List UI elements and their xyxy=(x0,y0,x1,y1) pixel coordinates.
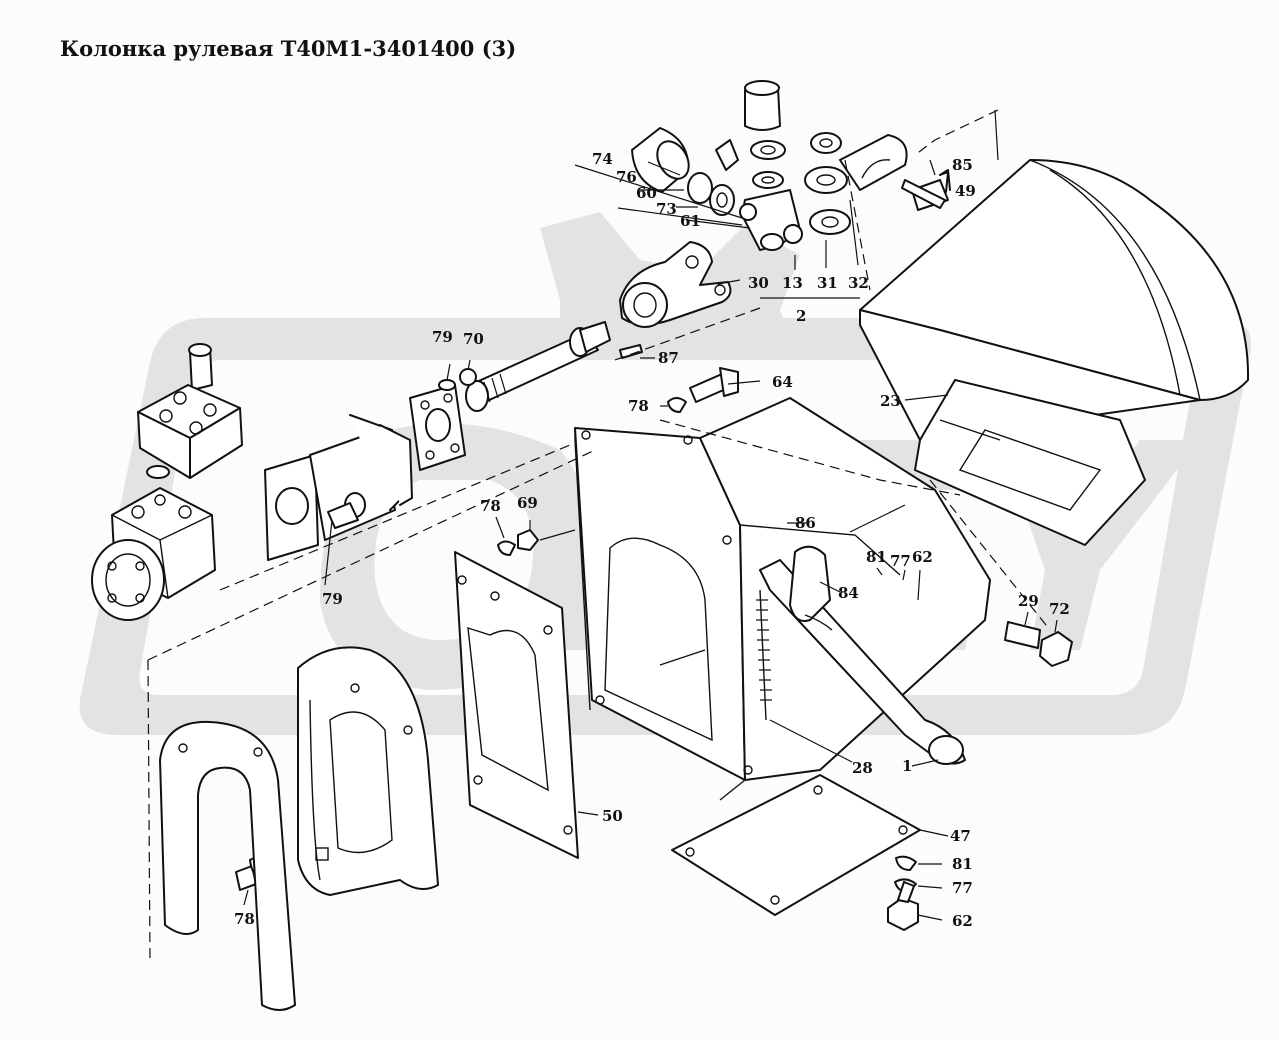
callout-86: 86 xyxy=(795,514,816,532)
horseshoe-plate-large xyxy=(297,646,439,896)
washer-stack xyxy=(750,132,851,235)
callout-77-upper: 77 xyxy=(890,552,911,570)
hydraulic-valve-block xyxy=(137,343,243,479)
yoke-part-30 xyxy=(619,241,732,328)
callout-73: 73 xyxy=(656,200,677,218)
callout-78-upper: 78 xyxy=(628,397,649,415)
callout-77-lower: 77 xyxy=(952,879,973,897)
callout-2: 2 xyxy=(796,307,806,325)
callout-78-middle: 78 xyxy=(480,497,501,515)
u-shaped-shim xyxy=(159,720,296,1011)
column-bracket-frame xyxy=(574,397,991,801)
page-title: Колонка рулевая Т40М1-3401400 (3) xyxy=(60,36,517,61)
dust-cap xyxy=(744,80,781,131)
adapter-flange xyxy=(409,384,466,471)
callout-76: 76 xyxy=(616,168,637,186)
callout-30: 30 xyxy=(748,274,769,292)
bearing-cup-76 xyxy=(631,127,739,216)
callout-81-upper: 81 xyxy=(866,548,887,566)
callout-49: 49 xyxy=(955,182,976,200)
callout-47: 47 xyxy=(950,827,971,845)
callout-79-upper: 79 xyxy=(432,328,453,346)
callout-29: 29 xyxy=(1018,592,1039,610)
callout-70: 70 xyxy=(463,330,484,348)
callout-81-lower: 81 xyxy=(952,855,973,873)
callout-labels: 74 76 60 73 61 13 31 32 85 49 30 2 87 64… xyxy=(234,150,1070,930)
callout-78-lower: 78 xyxy=(234,910,255,928)
leader-lines xyxy=(147,109,1058,961)
callout-28: 28 xyxy=(852,759,873,777)
callout-72: 72 xyxy=(1049,600,1070,618)
tension-spring-28 xyxy=(756,589,772,721)
callout-64: 64 xyxy=(772,373,793,391)
callout-60: 60 xyxy=(636,184,657,202)
callout-74: 74 xyxy=(592,150,613,168)
cover-plate-47 xyxy=(671,774,921,916)
callout-62-upper: 62 xyxy=(912,548,933,566)
callout-31: 31 xyxy=(817,274,838,292)
callout-13: 13 xyxy=(782,274,803,292)
fasteners xyxy=(235,171,1073,931)
callout-50: 50 xyxy=(602,807,623,825)
lever-handle-1 xyxy=(759,545,966,765)
cross-spider-13 xyxy=(739,189,803,251)
callout-79-lower: 79 xyxy=(322,590,343,608)
cover-part-23 xyxy=(859,159,1250,546)
callout-69: 69 xyxy=(517,494,538,512)
callout-85: 85 xyxy=(952,156,973,174)
callout-32: 32 xyxy=(848,274,869,292)
gasket-plate-50 xyxy=(454,551,579,859)
callout-23: 23 xyxy=(880,392,901,410)
callout-84: 84 xyxy=(838,584,859,602)
steering-pump xyxy=(91,487,216,621)
callout-87: 87 xyxy=(658,349,679,367)
steering-shaft xyxy=(465,321,643,412)
callout-62-lower: 62 xyxy=(952,912,973,930)
spacer-flange xyxy=(264,414,413,561)
callout-1: 1 xyxy=(902,757,912,775)
callout-61: 61 xyxy=(680,212,701,230)
